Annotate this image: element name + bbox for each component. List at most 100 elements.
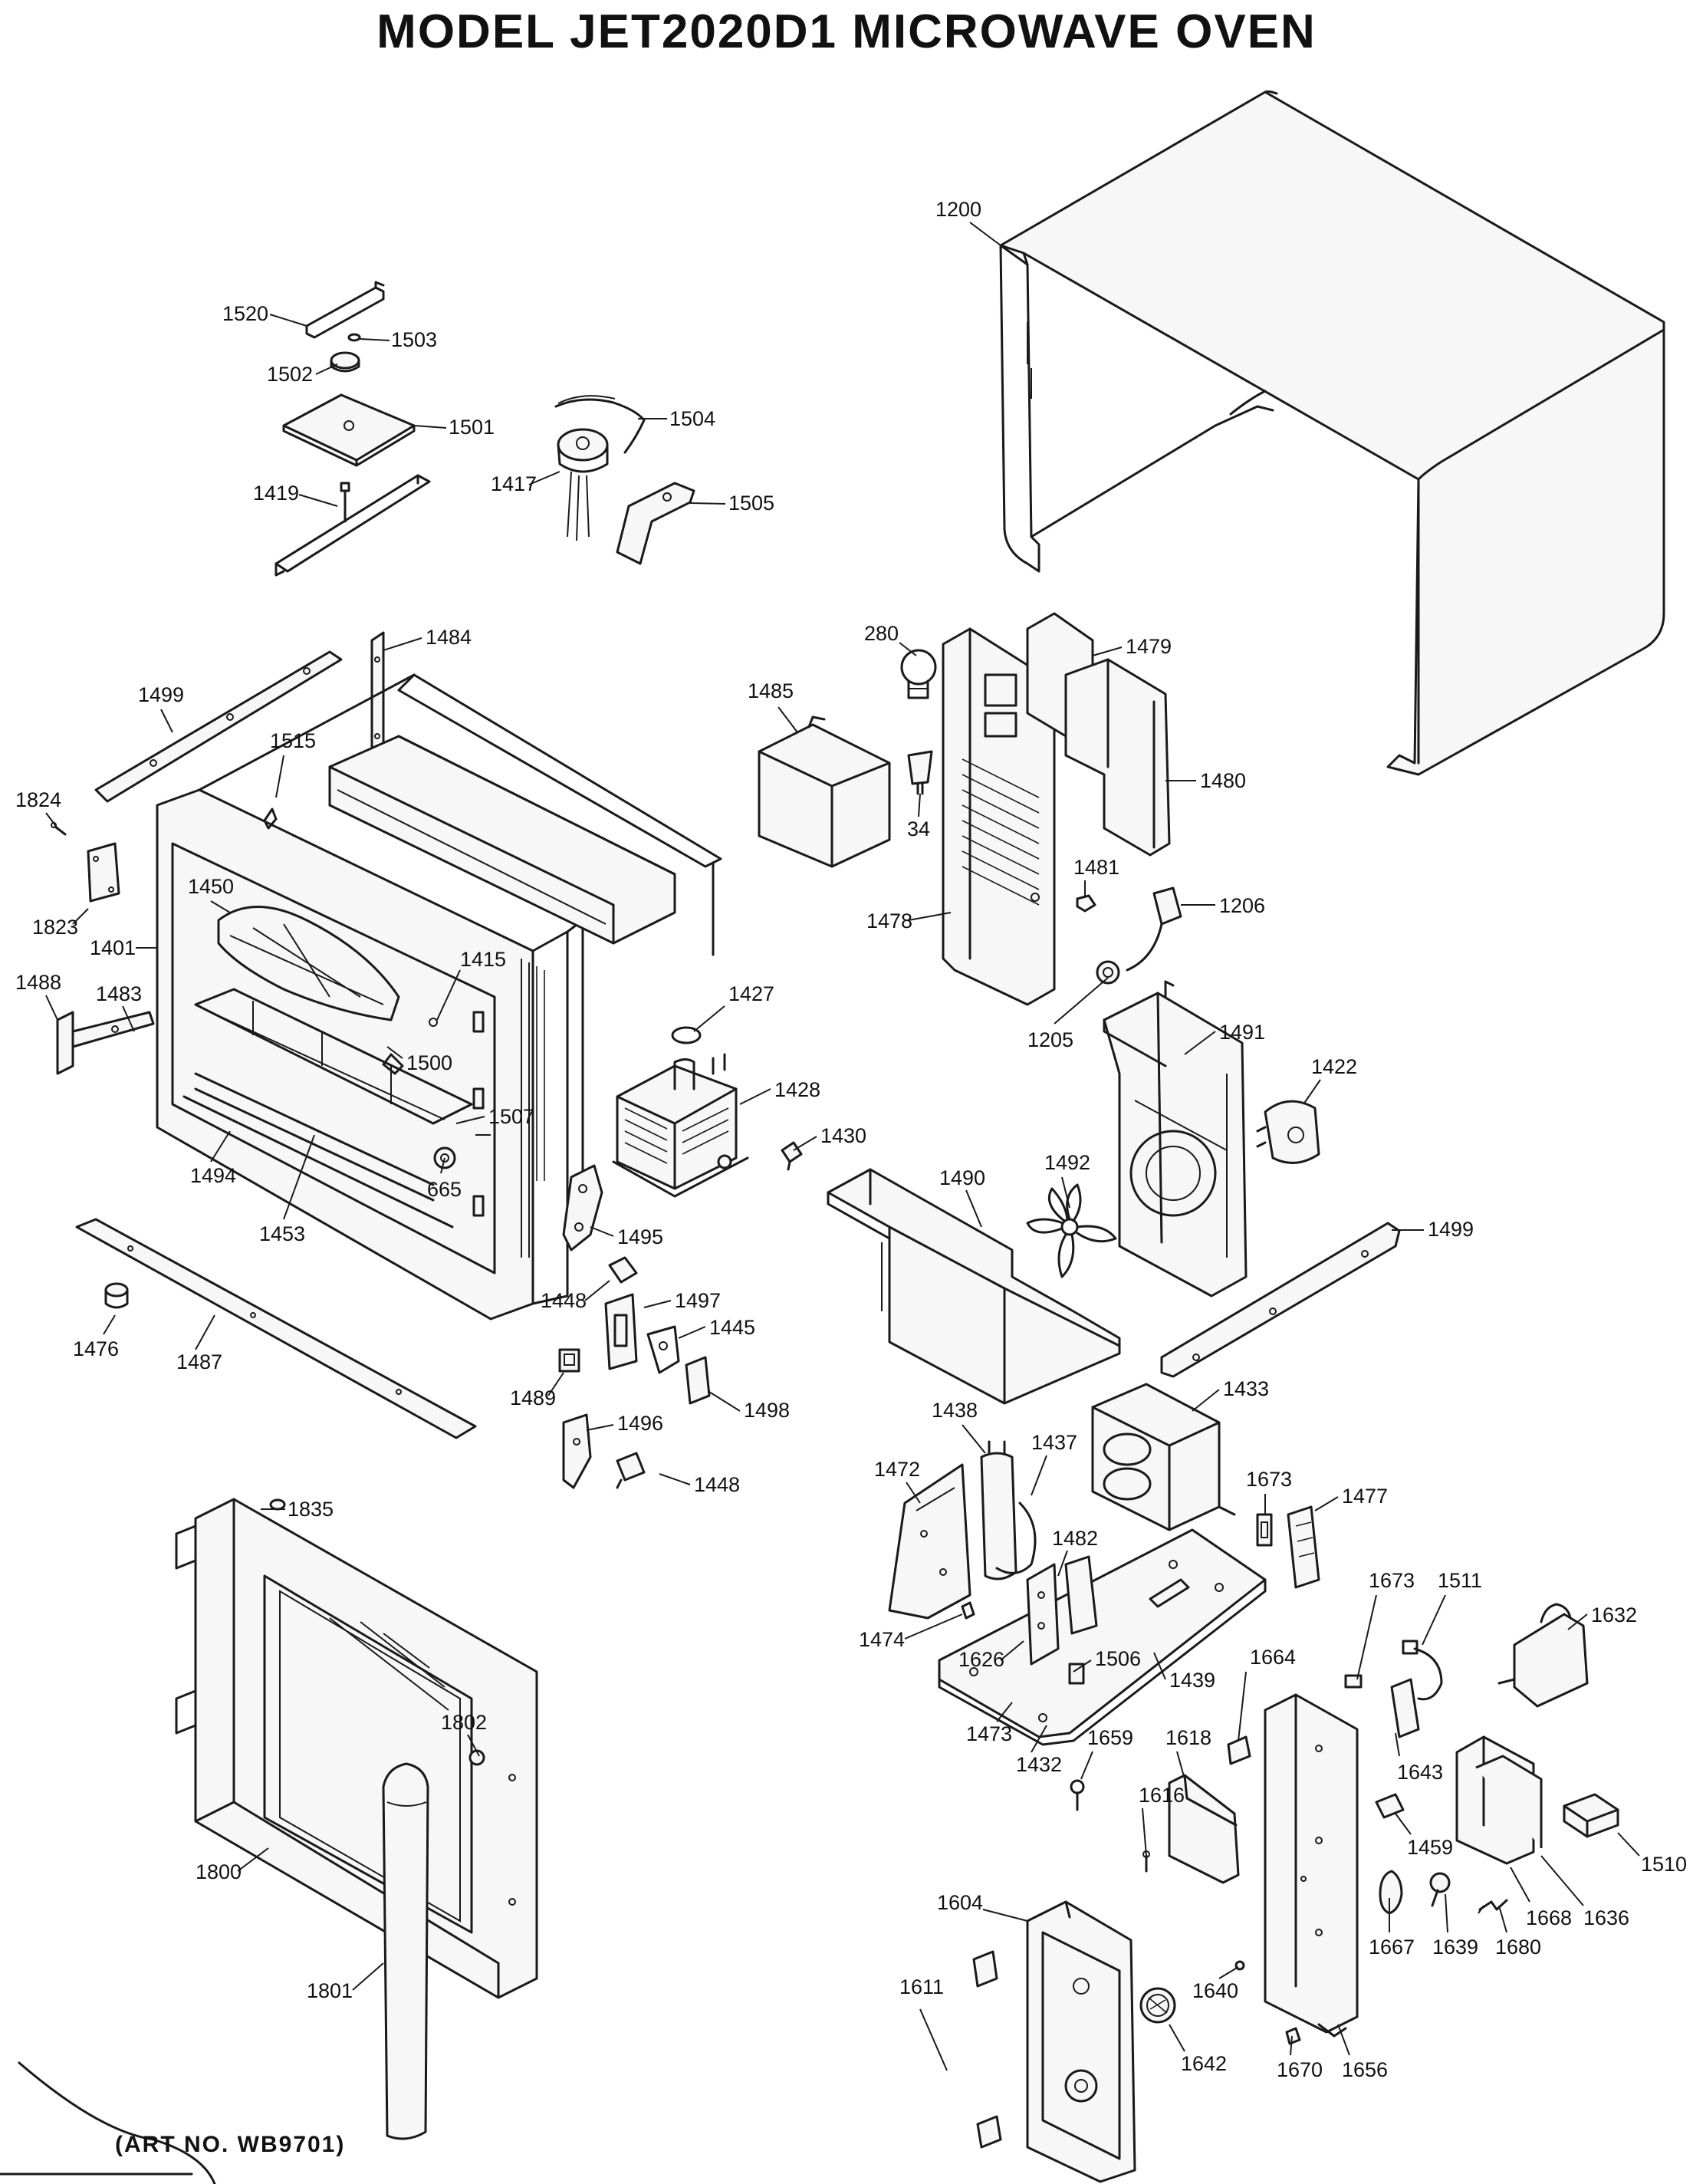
callout-1439: 1439 xyxy=(1153,1652,1215,1692)
leader-line xyxy=(383,637,422,651)
callout-1453: 1453 xyxy=(259,1134,315,1245)
part-number-label: 1639 xyxy=(1432,1936,1478,1959)
leader-line xyxy=(1498,1905,1507,1933)
callout-1642: 1642 xyxy=(1169,2024,1227,2075)
part-1472-bracket xyxy=(888,1463,971,1620)
leader-line xyxy=(919,2008,948,2071)
callout-1643: 1643 xyxy=(1395,1732,1443,1784)
part-1206-switch xyxy=(1126,886,1182,972)
leader-line xyxy=(1073,1659,1092,1673)
part-1656-control-plate xyxy=(1264,1693,1359,2038)
callout-1515: 1515 xyxy=(270,729,316,798)
callout-1670: 1670 xyxy=(1277,2035,1323,2081)
leader-line xyxy=(739,1088,771,1105)
leader-line xyxy=(1184,1031,1216,1055)
part-number-label: 1680 xyxy=(1495,1936,1541,1959)
callout-1632: 1632 xyxy=(1567,1603,1637,1630)
part-number-label: 1503 xyxy=(391,328,437,351)
callout-1438: 1438 xyxy=(932,1399,986,1454)
part-1510-relay xyxy=(1563,1793,1619,1838)
callout-1433: 1433 xyxy=(1192,1377,1269,1412)
callout-1200: 1200 xyxy=(935,198,1001,246)
callout-1824: 1824 xyxy=(15,788,61,829)
callout-1472: 1472 xyxy=(874,1458,921,1504)
callout-1664: 1664 xyxy=(1238,1646,1296,1742)
leader-line xyxy=(708,1391,741,1412)
leader-line xyxy=(1192,1389,1220,1412)
leader-line xyxy=(1080,1751,1093,1780)
leader-line xyxy=(1238,1671,1247,1742)
callout-1489: 1489 xyxy=(510,1372,564,1409)
callout-1499: 1499 xyxy=(1392,1218,1474,1241)
leader-line xyxy=(1169,2024,1185,2052)
part-number-label: 1835 xyxy=(288,1498,334,1521)
leader-line xyxy=(275,755,284,798)
part-number-label: 1419 xyxy=(253,482,299,505)
part-1448b-switch xyxy=(616,1452,646,1489)
part-number-label: 1491 xyxy=(1219,1021,1265,1044)
part-number-label: 1500 xyxy=(406,1051,452,1074)
leader-line xyxy=(777,706,798,733)
callout-1497: 1497 xyxy=(643,1289,721,1312)
part-1422-fan-motor xyxy=(1256,1100,1320,1164)
leader-line xyxy=(45,995,58,1021)
part-number-label: 1626 xyxy=(958,1648,1004,1671)
part-1618-bracket xyxy=(1168,1774,1240,1884)
leader-line xyxy=(1031,1725,1047,1753)
part-1673a-connector xyxy=(1256,1513,1273,1547)
leader-line xyxy=(590,1226,614,1237)
leader-line xyxy=(1314,1496,1339,1511)
callout-1401: 1401 xyxy=(90,936,157,959)
part-1673b-connector xyxy=(1344,1674,1363,1689)
part-1499-left-strip xyxy=(94,650,343,803)
part-number-label: 1801 xyxy=(307,1979,353,2002)
callout-1616: 1616 xyxy=(1139,1784,1185,1857)
part-1680-spring xyxy=(1478,1899,1508,1914)
callout-1478: 1478 xyxy=(866,909,952,932)
leader-line xyxy=(1303,1079,1321,1105)
part-number-label: 1422 xyxy=(1311,1055,1357,1078)
part-number-label: 1481 xyxy=(1073,856,1119,879)
part-1639-shaft xyxy=(1429,1872,1451,1907)
callout-665: 665 xyxy=(427,1157,462,1201)
callout-1502: 1502 xyxy=(267,363,338,386)
part-number-label: 1515 xyxy=(270,729,316,752)
callout-1484: 1484 xyxy=(383,626,472,651)
callout-1487: 1487 xyxy=(176,1314,222,1373)
part-number-label: 1496 xyxy=(617,1412,663,1435)
leader-line xyxy=(1142,1807,1147,1857)
part-number-label: 1200 xyxy=(935,198,981,221)
leader-line xyxy=(1092,646,1123,656)
page-corner-curve xyxy=(18,2061,216,2184)
part-280-lamp xyxy=(900,649,937,699)
part-1437-clamp xyxy=(995,1502,1037,1574)
part-1667-knob xyxy=(1379,1870,1403,1915)
callout-1495: 1495 xyxy=(590,1225,663,1248)
callout-1448: 1448 xyxy=(659,1473,740,1496)
part-1491-fan-housing xyxy=(1103,980,1248,1298)
part-number-label: 1490 xyxy=(939,1166,985,1189)
leader-line xyxy=(1000,1640,1024,1661)
callout-1417: 1417 xyxy=(491,471,560,495)
callout-1482: 1482 xyxy=(1052,1527,1098,1577)
part-number-label: 1492 xyxy=(1044,1151,1090,1174)
part-number-label: 1823 xyxy=(32,916,78,939)
callout-1636: 1636 xyxy=(1540,1855,1629,1929)
part-1498-bracket xyxy=(685,1356,711,1405)
part-1483-bracket xyxy=(71,1011,155,1048)
leader-line xyxy=(996,1702,1013,1722)
part-1659-screw xyxy=(1070,1779,1085,1811)
leader-line xyxy=(1395,1813,1412,1835)
leader-line xyxy=(160,709,173,733)
part-1474-spacer xyxy=(961,1601,975,1620)
part-1664-plate xyxy=(1227,1735,1251,1765)
part-number-label: 1824 xyxy=(15,788,61,811)
part-1428-magnetron xyxy=(612,1053,749,1198)
leader-line xyxy=(965,1189,982,1228)
leader-line xyxy=(1031,1455,1047,1496)
part-number-label: 1459 xyxy=(1407,1836,1453,1859)
callout-1802: 1802 xyxy=(441,1711,487,1757)
leader-line xyxy=(1422,1594,1446,1646)
part-number-label: 1485 xyxy=(748,679,794,702)
